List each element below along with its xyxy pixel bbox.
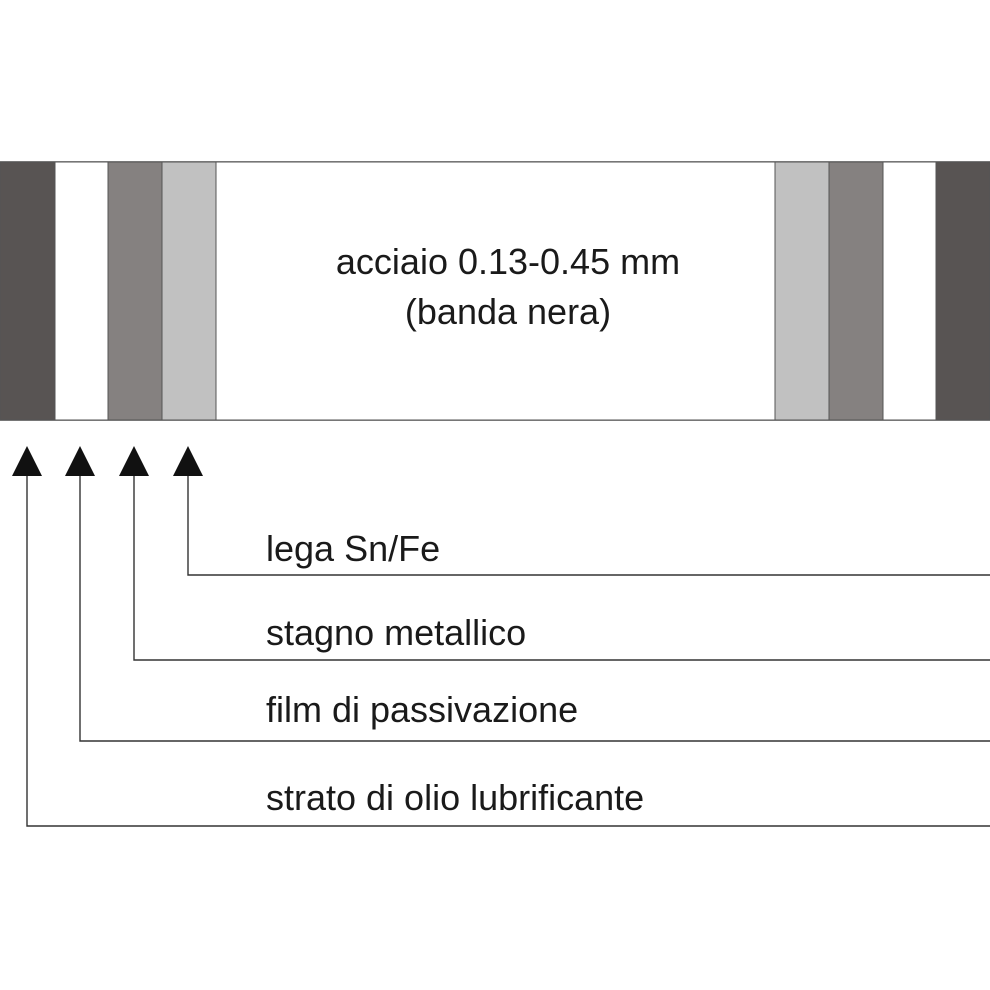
label-oil: strato di olio lubrificante (266, 777, 644, 818)
steel-core-label-line2: (banda nera) (405, 291, 611, 332)
leader-line-tin (133, 476, 990, 661)
layer-oil-left (0, 161, 56, 421)
triangle-up-icon (119, 446, 149, 476)
triangle-up-icon (65, 446, 95, 476)
leader-line-oil (26, 476, 990, 827)
leader-line-alloy (187, 476, 990, 576)
layer-tin-left (107, 161, 163, 421)
label-alloy: lega Sn/Fe (266, 528, 440, 569)
label-passivation: film di passivazione (266, 689, 578, 730)
layer-tin-right (828, 161, 884, 421)
layer-passivation-left (54, 161, 109, 421)
layer-alloy-right (774, 161, 830, 421)
layer-steel-core (215, 161, 776, 421)
triangle-up-icon (173, 446, 203, 476)
steel-core-label-line1: acciaio 0.13-0.45 mm (336, 241, 680, 282)
layer-alloy-left (161, 161, 217, 421)
label-tin: stagno metallico (266, 612, 526, 653)
leader-line-passivation (79, 476, 990, 742)
triangle-up-icon (12, 446, 42, 476)
layer-oil-right (935, 161, 990, 421)
layer-passivation-right (882, 161, 937, 421)
